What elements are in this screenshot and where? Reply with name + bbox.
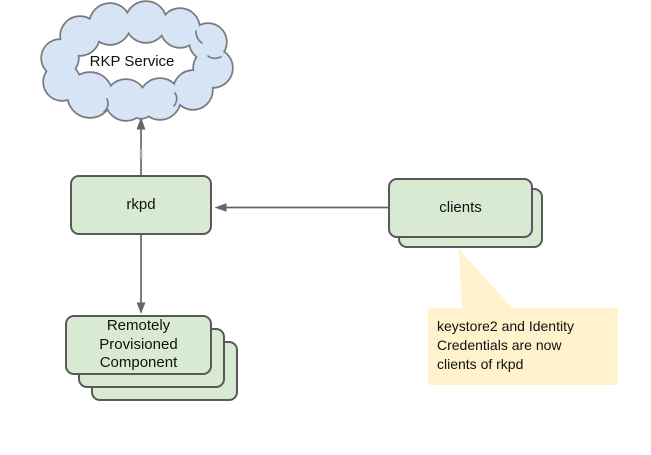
arrowhead-left-icon xyxy=(214,203,227,212)
cloud-crease-marks xyxy=(103,30,222,113)
node-rkpd: rkpd xyxy=(70,175,212,235)
arrowhead-up-icon xyxy=(136,117,146,130)
node-rpc: Remotely Provisioned Component xyxy=(65,315,212,375)
arrowhead-down-icon xyxy=(136,302,146,314)
callout-note: keystore2 and Identity Credentials are n… xyxy=(428,308,618,385)
rkp-service-cloud-label: RKP Service xyxy=(89,52,175,70)
callout-tail xyxy=(459,249,514,310)
edge-midpoint-tick xyxy=(139,149,143,159)
rkp-service-cloud-shape xyxy=(42,2,232,120)
node-clients: clients xyxy=(388,178,533,238)
